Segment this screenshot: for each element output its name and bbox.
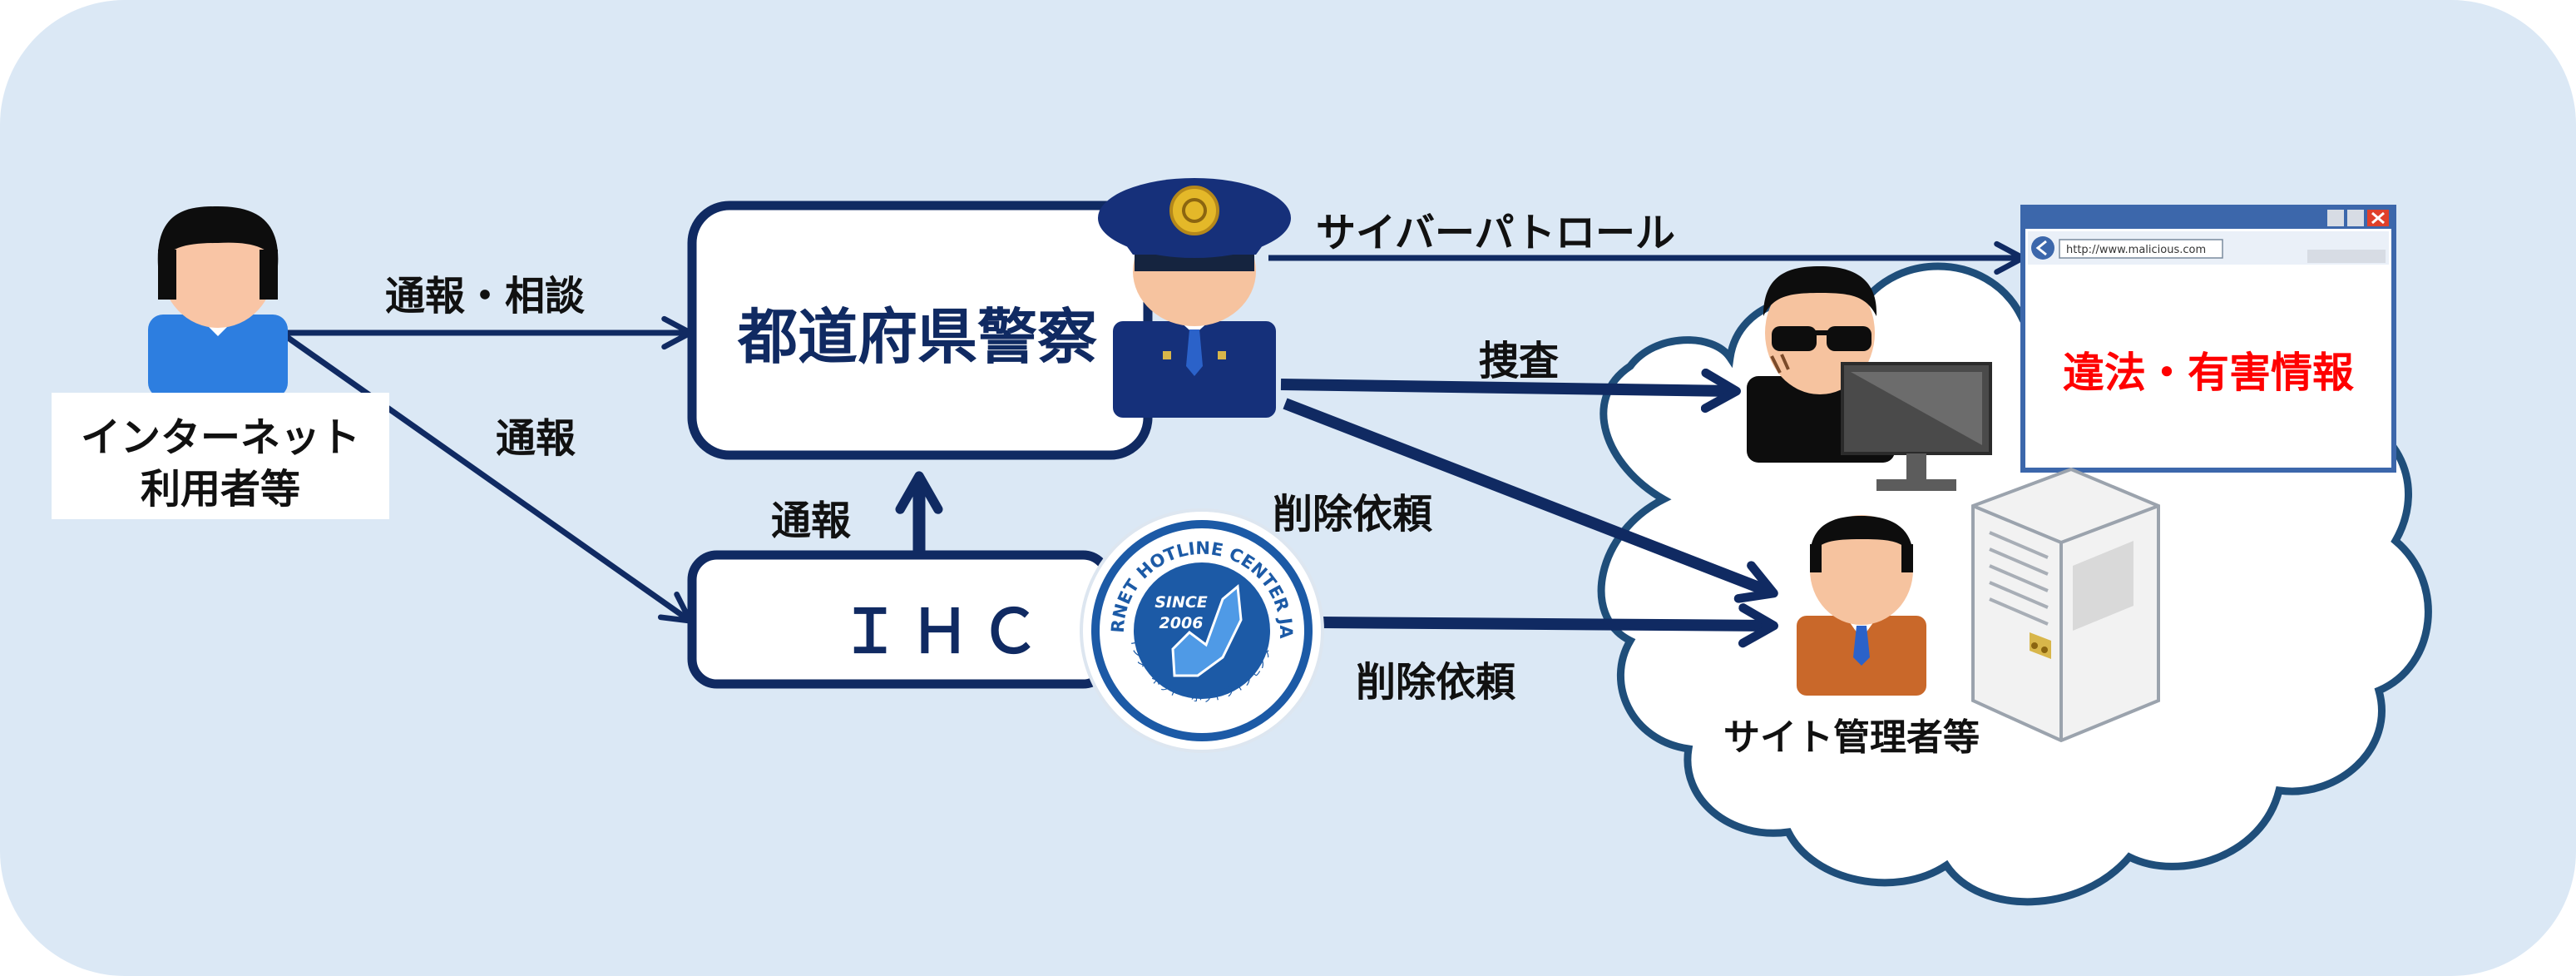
site-admin-label: サイト管理者等 bbox=[1723, 716, 1980, 759]
site-admin-icon bbox=[1797, 515, 1926, 696]
edge-ihc-delete-arrow bbox=[1322, 603, 1778, 648]
edge-report-consult-label: 通報・相談 bbox=[385, 273, 586, 320]
user-label-line2: 利用者等 bbox=[140, 466, 300, 513]
edge-police-delete-arrow bbox=[1283, 398, 1778, 603]
person-icon bbox=[148, 206, 288, 398]
logo-year: 2006 bbox=[1159, 614, 1204, 632]
edge-ihc-delete-label: 削除依頼 bbox=[1356, 659, 1516, 706]
ihc-box-label: ＩＨＣ bbox=[840, 597, 1051, 666]
police-officer-icon bbox=[1098, 178, 1291, 418]
user-label-line1: インターネット bbox=[80, 414, 360, 461]
user-label-bg bbox=[52, 393, 389, 519]
police-box-label: 都道府県警察 bbox=[737, 302, 1097, 372]
edge-investigation-arrow bbox=[1280, 368, 1741, 414]
edge-investigation-label: 捜査 bbox=[1479, 338, 1560, 384]
edge-report-to-ihc-label: 通報 bbox=[496, 415, 576, 462]
monitor-icon bbox=[1841, 362, 1992, 491]
logo-since: SINCE bbox=[1155, 593, 1208, 612]
server-icon bbox=[1971, 467, 2160, 743]
edge-report-to-ihc-arrow bbox=[284, 334, 694, 624]
browser-url-text: http://www.malicious.com bbox=[2066, 244, 2206, 256]
edge-cyber-patrol-label: サイバーパトロール bbox=[1316, 210, 1676, 256]
browser-window-icon: http://www.malicious.com bbox=[2020, 205, 2396, 473]
edge-ihc-to-police-label: 通報 bbox=[771, 498, 852, 544]
illegal-info-label: 違法・有害情報 bbox=[2063, 349, 2354, 397]
edge-police-delete-label: 削除依頼 bbox=[1273, 491, 1433, 538]
